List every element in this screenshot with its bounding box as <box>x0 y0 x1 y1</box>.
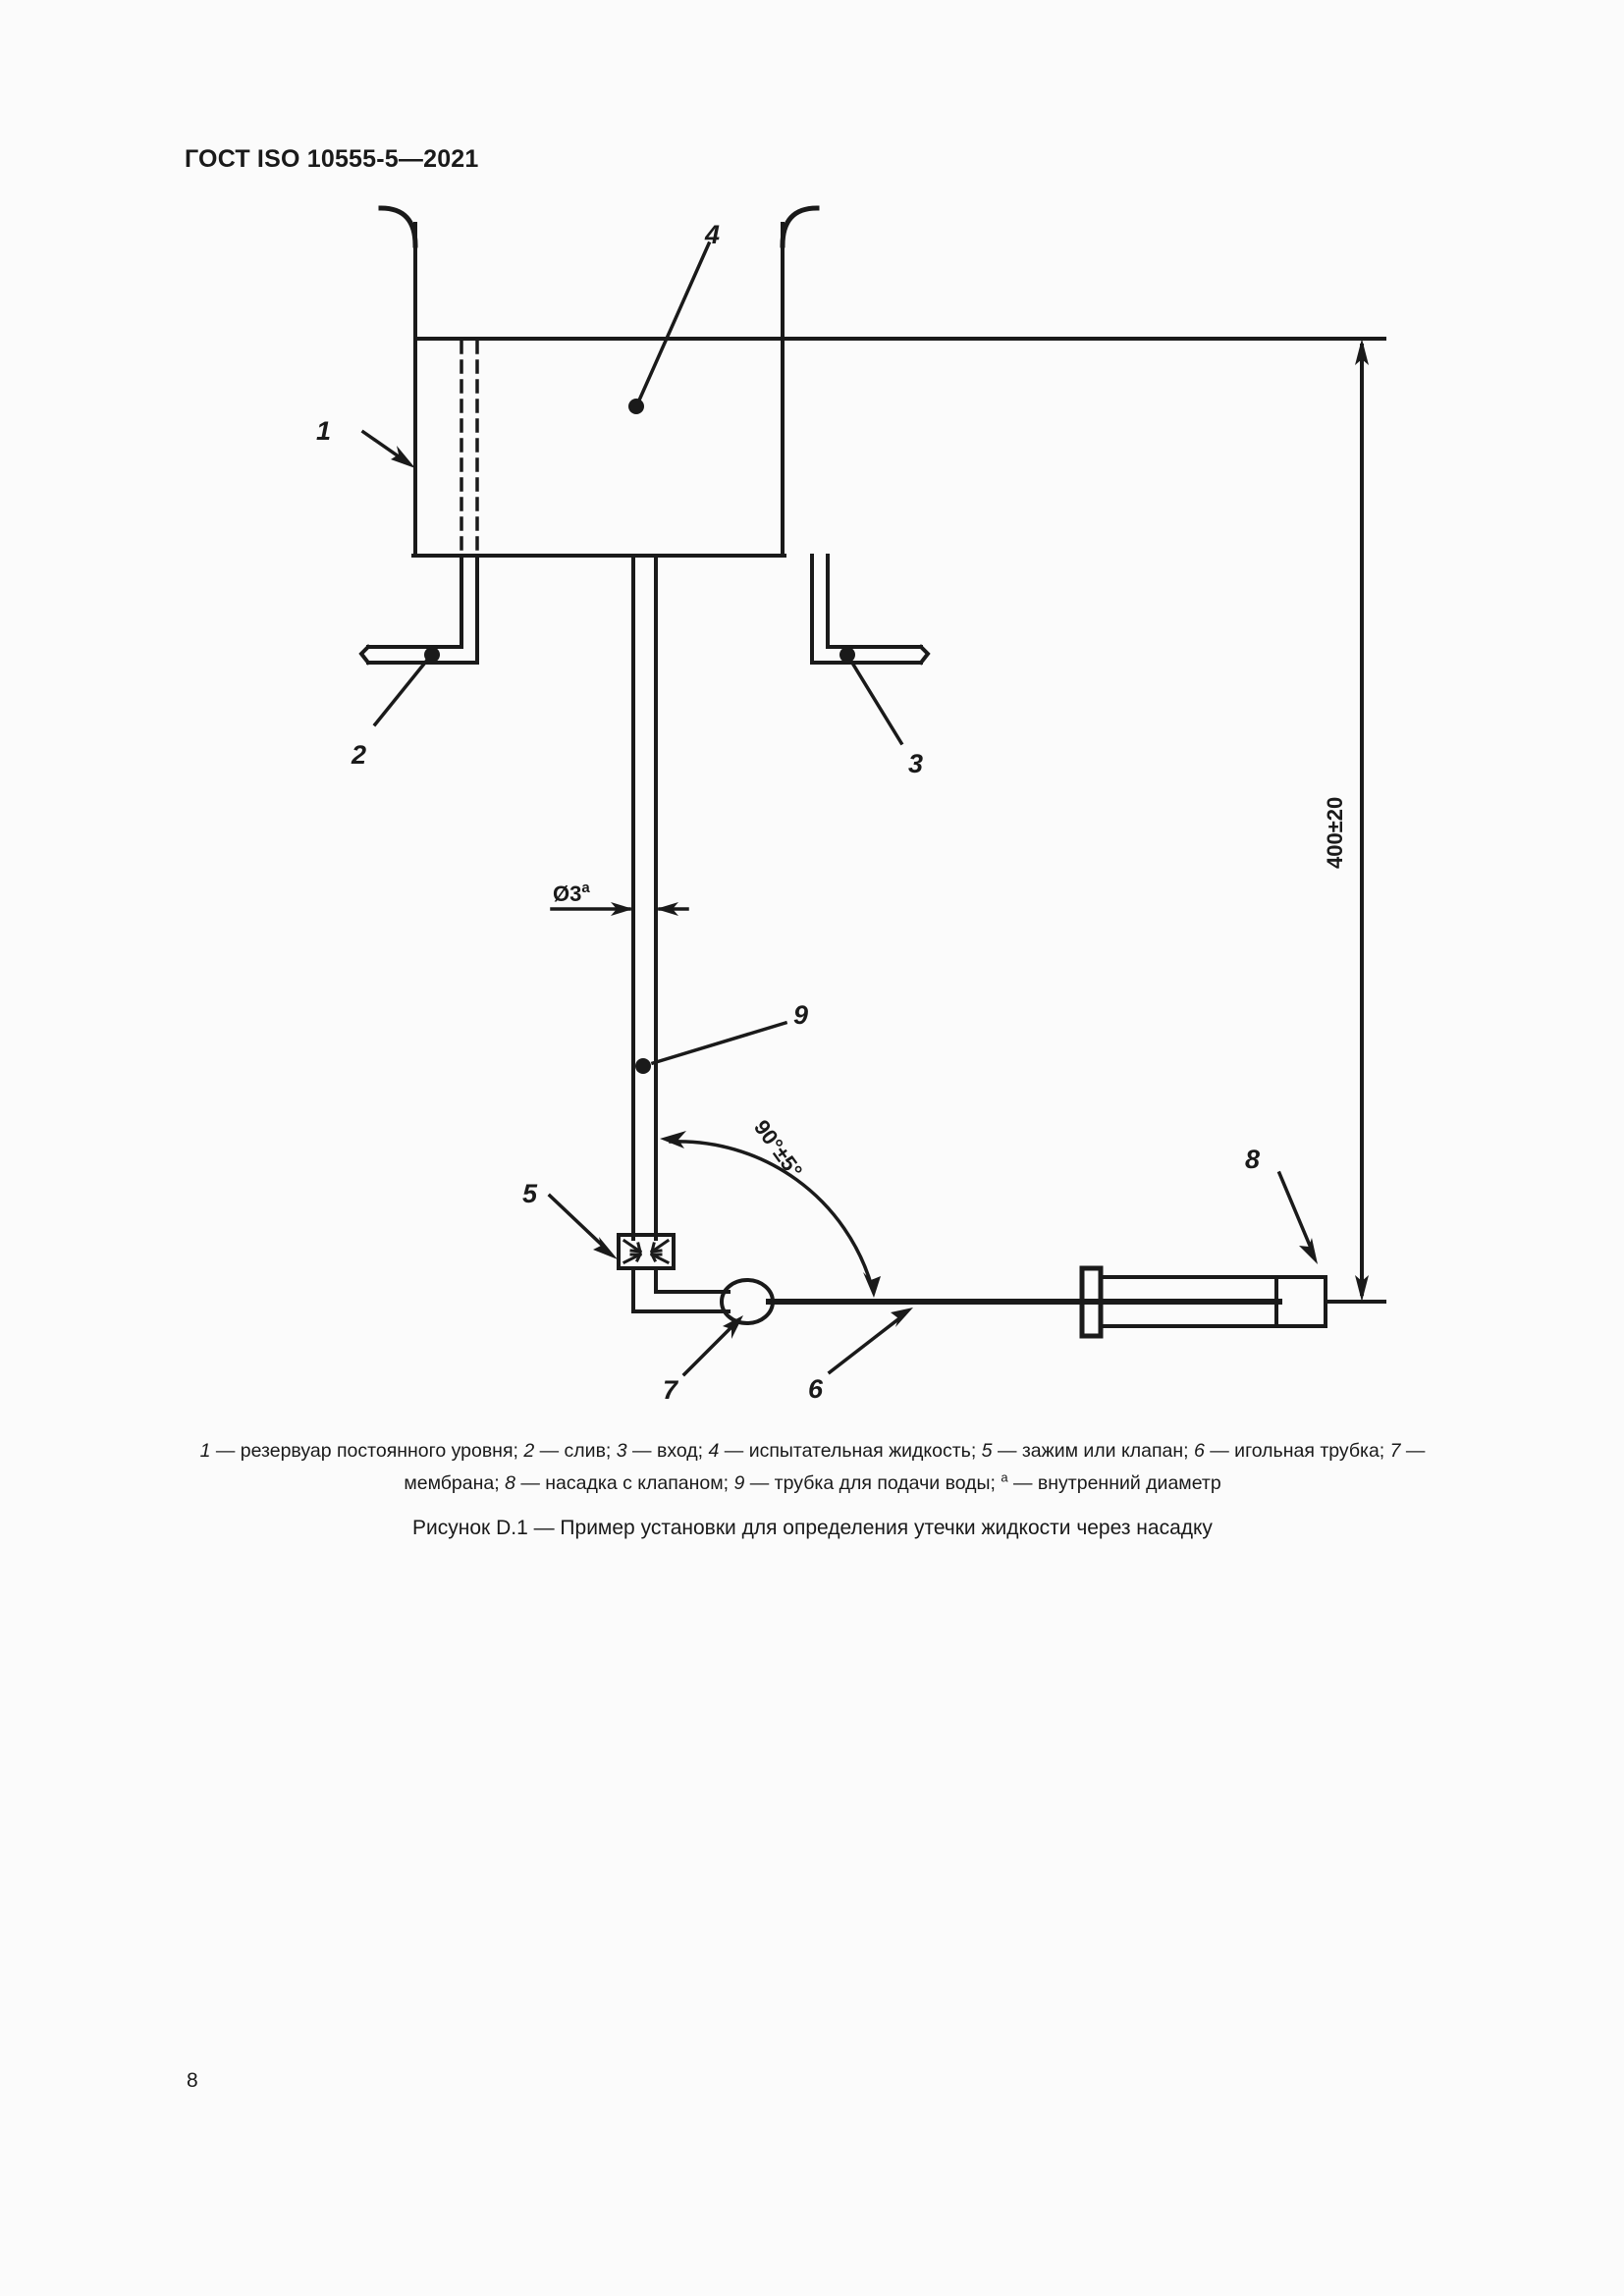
nozzle-flange <box>1079 1265 1104 1339</box>
callout-5-arrow <box>593 1237 618 1259</box>
diameter-dimension-label: Ø3a <box>553 880 590 906</box>
callout-3-leader <box>847 657 904 746</box>
callout-8-arrow <box>1299 1238 1318 1264</box>
callout-label-8: 8 <box>1245 1145 1260 1174</box>
angle-arrow-start <box>660 1131 686 1148</box>
angle-arrow-end <box>863 1272 881 1298</box>
legend-line-2: трубка; 7 — мембрана; 8 — насадка с клап… <box>404 1440 1426 1495</box>
callout-9-leader <box>650 1020 788 1066</box>
membrane-body <box>720 1278 775 1325</box>
inlet-pipe-open-end <box>918 644 931 666</box>
callout-6-arrow <box>891 1308 913 1327</box>
callout-9-dot <box>635 1058 651 1074</box>
callout-label-3: 3 <box>908 749 923 778</box>
callout-label-4: 4 <box>704 220 720 249</box>
callout-5-leader <box>547 1193 610 1253</box>
angle-arc <box>669 1140 875 1290</box>
callout-label-2: 2 <box>351 740 366 770</box>
callout-4-dot <box>628 399 644 414</box>
callout-label-7: 7 <box>663 1375 679 1405</box>
callout-label-1: 1 <box>316 416 331 446</box>
reservoir-left-lip <box>378 205 418 248</box>
drain-pipe-open-end <box>358 644 371 666</box>
reservoir-right-lip <box>780 205 820 248</box>
height-dimension-label: 400±20 <box>1323 797 1347 869</box>
height-dim-arrow-bottom <box>1355 1275 1369 1302</box>
legend-line-1: 1 — резервуар постоянного уровня; 2 — сл… <box>199 1440 1321 1462</box>
figure-legend: 1 — резервуар постоянного уровня; 2 — сл… <box>182 1436 1443 1500</box>
callout-2-dot <box>424 647 440 663</box>
figure-d1-diagram: 1 2 3 4 5 6 7 8 9 Ø3a 400±20 90°±5° <box>316 205 1386 1405</box>
callout-8-leader <box>1276 1170 1316 1255</box>
callout-7-arrow <box>723 1315 743 1339</box>
diameter-arrow-right <box>656 902 678 916</box>
callout-1-arrow <box>391 446 415 468</box>
callout-2-leader <box>372 655 432 727</box>
callout-label-5: 5 <box>522 1179 538 1208</box>
nozzle-tip <box>1274 1275 1327 1328</box>
callout-6-leader <box>827 1312 906 1375</box>
callout-label-9: 9 <box>793 1000 808 1030</box>
callout-4-leader <box>635 240 712 405</box>
callout-3-dot <box>839 647 855 663</box>
page-header: ГОСТ ISO 10555-5—2021 <box>185 145 479 173</box>
angle-dimension-label: 90°±5° <box>749 1115 807 1182</box>
height-dim-arrow-top <box>1355 339 1369 365</box>
callout-7-leader <box>681 1320 738 1377</box>
diameter-arrow-left <box>611 902 633 916</box>
callout-label-6: 6 <box>808 1374 824 1404</box>
clamp-body <box>617 1233 676 1270</box>
figure-caption: Рисунок D.1 — Пример установки для опред… <box>412 1517 1213 1539</box>
page-number: 8 <box>187 2069 198 2092</box>
